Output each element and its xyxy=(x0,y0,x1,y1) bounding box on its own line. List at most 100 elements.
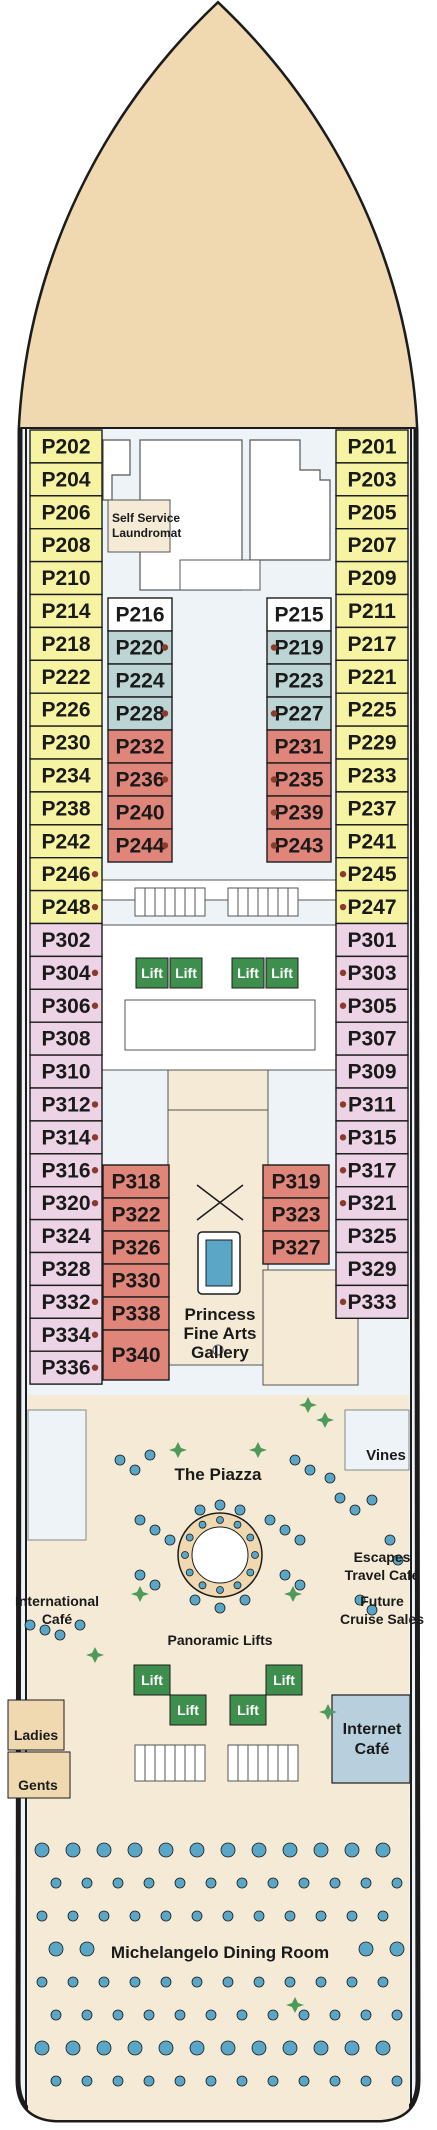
cabin-p238[interactable]: P238 xyxy=(29,791,103,826)
cabin-p234[interactable]: P234 xyxy=(29,758,103,793)
cabin-p314[interactable]: P314 xyxy=(29,1120,103,1155)
seat-icon xyxy=(392,1554,404,1566)
cabin-p229[interactable]: P229 xyxy=(335,725,409,760)
cabin-p223[interactable]: P223 xyxy=(266,663,332,698)
cabin-label: P317 xyxy=(347,1159,396,1182)
cabin-p205[interactable]: P205 xyxy=(335,495,409,530)
cabin-p211[interactable]: P211 xyxy=(335,593,409,629)
cabin-p232[interactable]: P232 xyxy=(107,729,173,764)
cabin-p328[interactable]: P328 xyxy=(29,1251,103,1287)
cabin-p208[interactable]: P208 xyxy=(29,528,103,563)
lift-button[interactable]: Lift xyxy=(229,1694,267,1726)
lift-button[interactable]: Lift xyxy=(265,957,299,989)
seat-icon xyxy=(96,2040,112,2056)
cabin-p302[interactable]: P302 xyxy=(29,922,103,958)
cabin-p230[interactable]: P230 xyxy=(29,725,103,760)
cabin-p317[interactable]: P317 xyxy=(335,1153,409,1188)
cabin-p231[interactable]: P231 xyxy=(266,729,332,764)
cabin-p243[interactable]: P243 xyxy=(266,828,332,863)
cabin-p225[interactable]: P225 xyxy=(335,692,409,727)
lift-button[interactable]: Lift xyxy=(265,1664,303,1696)
cabin-p330[interactable]: P330 xyxy=(102,1263,170,1298)
cabin-p216[interactable]: P216 xyxy=(107,597,173,632)
cabin-p226[interactable]: P226 xyxy=(29,692,103,727)
cabin-p227[interactable]: P227 xyxy=(266,696,332,731)
cabin-p210[interactable]: P210 xyxy=(29,560,103,596)
cabin-p242[interactable]: P242 xyxy=(29,824,103,859)
cabin-p220[interactable]: P220 xyxy=(107,630,173,665)
cabin-p320[interactable]: P320 xyxy=(29,1185,103,1221)
cabin-p221[interactable]: P221 xyxy=(335,659,409,694)
cabin-p304[interactable]: P304 xyxy=(29,955,103,991)
cabin-p235[interactable]: P235 xyxy=(266,762,332,797)
cabin-p248[interactable]: P248 xyxy=(29,889,103,925)
cabin-p319[interactable]: P319 xyxy=(262,1164,330,1199)
cabin-p321[interactable]: P321 xyxy=(335,1185,409,1221)
cabin-p237[interactable]: P237 xyxy=(335,791,409,826)
cabin-p324[interactable]: P324 xyxy=(29,1218,103,1254)
cabin-p340[interactable]: P340 xyxy=(102,1329,170,1381)
lift-button[interactable]: Lift xyxy=(231,957,265,989)
cabin-p333[interactable]: P333 xyxy=(335,1284,409,1320)
seat-icon xyxy=(298,2075,310,2087)
cabin-p315[interactable]: P315 xyxy=(335,1120,409,1155)
cabin-p322[interactable]: P322 xyxy=(102,1197,170,1232)
cabin-p326[interactable]: P326 xyxy=(102,1230,170,1265)
cabin-p233[interactable]: P233 xyxy=(335,758,409,793)
cabin-p207[interactable]: P207 xyxy=(335,528,409,563)
cabin-p327[interactable]: P327 xyxy=(262,1230,330,1265)
lift-button[interactable]: Lift xyxy=(169,1694,207,1726)
cabin-p325[interactable]: P325 xyxy=(335,1218,409,1254)
cabin-p312[interactable]: P312 xyxy=(29,1087,103,1122)
cabin-p240[interactable]: P240 xyxy=(107,795,173,830)
cabin-p201[interactable]: P201 xyxy=(335,429,409,464)
cabin-p338[interactable]: P338 xyxy=(102,1296,170,1331)
cabin-p332[interactable]: P332 xyxy=(29,1284,103,1320)
cabin-p316[interactable]: P316 xyxy=(29,1153,103,1188)
cabin-p224[interactable]: P224 xyxy=(107,663,173,698)
cabin-p204[interactable]: P204 xyxy=(29,462,103,497)
cabin-p244[interactable]: P244 xyxy=(107,828,173,863)
cabin-p203[interactable]: P203 xyxy=(335,462,409,497)
lift-button[interactable]: Lift xyxy=(133,1664,171,1696)
plant-icon xyxy=(284,1586,302,1602)
seat-icon xyxy=(246,1568,255,1577)
cabin-p303[interactable]: P303 xyxy=(335,955,409,991)
cabin-p334[interactable]: P334 xyxy=(29,1317,103,1352)
cabin-label: P220 xyxy=(115,637,164,660)
cabin-p247[interactable]: P247 xyxy=(335,889,409,925)
cabin-p307[interactable]: P307 xyxy=(335,1021,409,1056)
cabin-p236[interactable]: P236 xyxy=(107,762,173,797)
cabin-p245[interactable]: P245 xyxy=(335,857,409,892)
cabin-p206[interactable]: P206 xyxy=(29,495,103,530)
cabin-p214[interactable]: P214 xyxy=(29,593,103,629)
cabin-p218[interactable]: P218 xyxy=(29,626,103,662)
cabin-p202[interactable]: P202 xyxy=(29,429,103,464)
cabin-p301[interactable]: P301 xyxy=(335,922,409,958)
cabin-p217[interactable]: P217 xyxy=(335,626,409,662)
seat-icon xyxy=(349,1504,361,1516)
cabin-p222[interactable]: P222 xyxy=(29,659,103,694)
cabin-p241[interactable]: P241 xyxy=(335,824,409,859)
lift-button[interactable]: Lift xyxy=(135,957,169,989)
cabin-p306[interactable]: P306 xyxy=(29,988,103,1023)
plant-icon xyxy=(86,1647,104,1663)
cabin-p318[interactable]: P318 xyxy=(102,1164,170,1199)
cabin-p309[interactable]: P309 xyxy=(335,1054,409,1089)
cabin-p246[interactable]: P246 xyxy=(29,857,103,892)
cabin-p311[interactable]: P311 xyxy=(335,1087,409,1122)
cabin-p219[interactable]: P219 xyxy=(266,630,332,665)
cabin-p239[interactable]: P239 xyxy=(266,795,332,830)
cabin-p329[interactable]: P329 xyxy=(335,1251,409,1287)
cabin-p209[interactable]: P209 xyxy=(335,560,409,596)
cabin-p215[interactable]: P215 xyxy=(266,597,332,632)
cabin-p310[interactable]: P310 xyxy=(29,1054,103,1089)
cabin-p305[interactable]: P305 xyxy=(335,988,409,1023)
cabin-p228[interactable]: P228 xyxy=(107,696,173,731)
seat-icon xyxy=(329,1877,341,1889)
lift-button[interactable]: Lift xyxy=(169,957,203,989)
cabin-p336[interactable]: P336 xyxy=(29,1350,103,1385)
cabin-p308[interactable]: P308 xyxy=(29,1021,103,1056)
cabin-p323[interactable]: P323 xyxy=(262,1197,330,1232)
